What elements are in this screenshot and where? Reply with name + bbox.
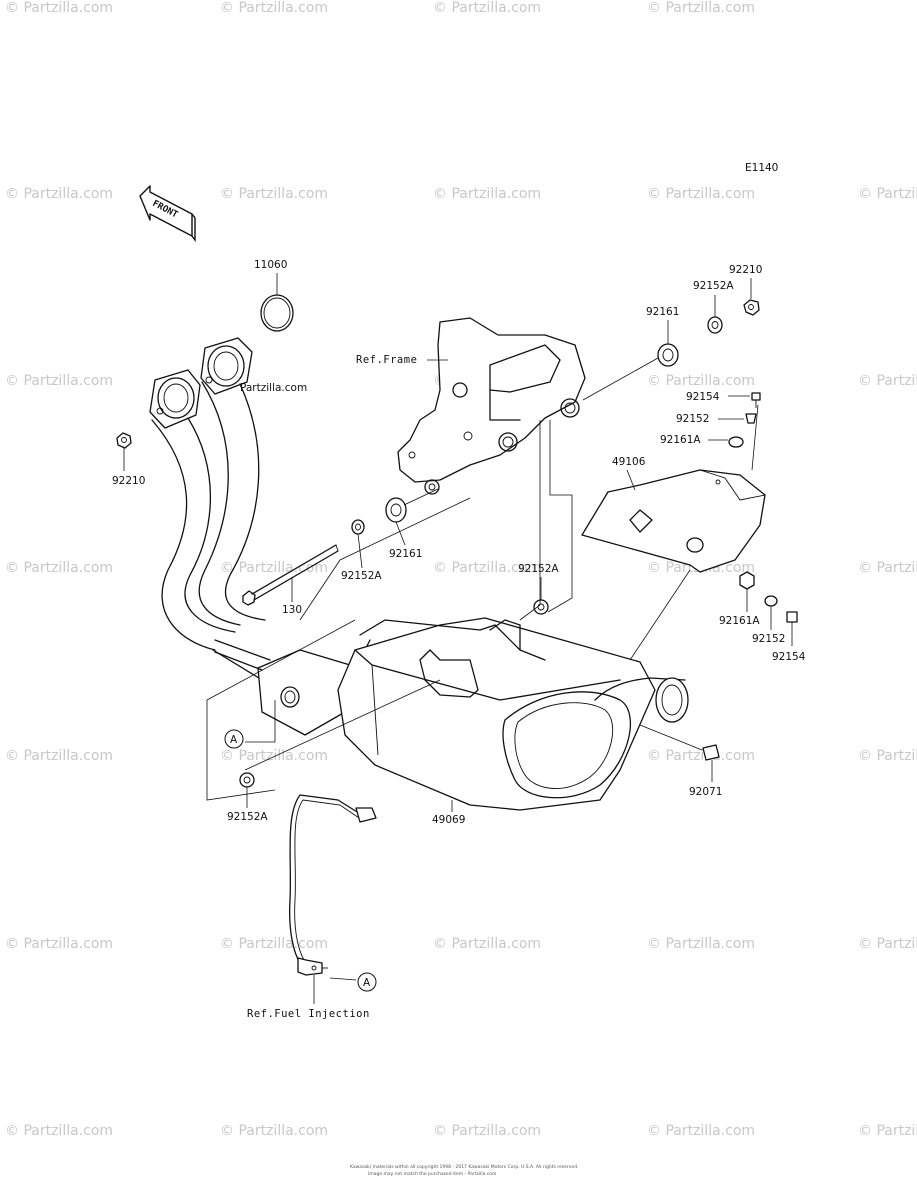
collar-92152-bottom [764, 595, 778, 607]
collar-92152a-right [533, 599, 549, 615]
watermark: © Partzilla.com [220, 186, 328, 202]
watermark: © Partzilla.com [647, 936, 755, 952]
label-92154-top: 92154 [686, 391, 720, 403]
watermark: © Partzilla.com [433, 936, 541, 952]
watermark: © Partzilla.com [433, 0, 541, 16]
collar-92152a-bottom [239, 772, 255, 788]
exhaust-header-pipes [151, 381, 371, 701]
label-92161a-bottom: 92161A [719, 615, 760, 627]
nut-92210-left [116, 432, 132, 449]
front-arrow-icon: FRONT [139, 185, 196, 243]
heat-cover-49106 [581, 469, 766, 573]
watermark: © Partzilla.com [5, 0, 113, 16]
watermark: © Partzilla.com [858, 373, 917, 389]
header-flange-2 [200, 337, 253, 395]
label-92152a-top: 92152A [693, 280, 734, 292]
watermark-mid: Partzilla.com [240, 382, 307, 394]
label-92152-top: 92152 [676, 413, 709, 425]
collar-92152a-mid [351, 519, 365, 535]
nut-92210-right [743, 299, 760, 316]
leader-92071-axis [639, 724, 703, 751]
clamp-92071 [702, 744, 720, 761]
collar-92152-top [745, 413, 757, 424]
watermark: © Partzilla.com [858, 748, 917, 764]
label-92210-right: 92210 [729, 264, 762, 276]
catalyzer-section [214, 639, 351, 736]
bolt-130 [242, 544, 339, 606]
leader-mount-axis [582, 357, 659, 401]
leader-mount-axis-2 [403, 488, 439, 506]
collar-92152a-top [707, 316, 723, 334]
ref-fuel-injection-label: Ref.Fuel Injection [247, 1008, 370, 1020]
header-flange-1 [149, 369, 201, 429]
label-49069: 49069 [432, 814, 465, 826]
damper-92161a-top [728, 436, 744, 448]
oxygen-sensor [289, 794, 377, 976]
watermark: © Partzilla.com [858, 186, 917, 202]
callout-a-letter: A [363, 977, 371, 989]
watermark: © Partzilla.com [5, 560, 113, 576]
footer-disclaimer: Image may not match the purchased item -… [368, 1171, 496, 1177]
watermark: © Partzilla.com [647, 373, 755, 389]
label-92161-top: 92161 [646, 306, 679, 318]
watermark: © Partzilla.com [433, 560, 541, 576]
watermark: © Partzilla.com [858, 936, 917, 952]
watermark: © Partzilla.com [220, 748, 328, 764]
assembly-guide-lines [206, 404, 759, 801]
label-11060: 11060 [254, 259, 287, 271]
watermark: © Partzilla.com [220, 0, 328, 16]
leader-92161-mid [395, 521, 406, 546]
leader-49106 [626, 469, 636, 491]
watermark: © Partzilla.com [647, 1123, 755, 1139]
watermark: © Partzilla.com [5, 373, 113, 389]
watermark: © Partzilla.com [220, 936, 328, 952]
watermark: © Partzilla.com [433, 186, 541, 202]
watermark-layer: © Partzilla.com © Partzilla.com © Partzi… [5, 0, 917, 1139]
label-92154-bottom: 92154 [772, 651, 806, 663]
ref-frame-label: Ref.Frame [356, 354, 417, 366]
gasket-11060 [260, 294, 294, 332]
watermark: © Partzilla.com [647, 748, 755, 764]
label-130: 130 [282, 604, 302, 616]
callout-a-lower: A [357, 972, 377, 992]
label-92161a-top: 92161A [660, 434, 701, 446]
diagram-code: E1140 [745, 162, 778, 174]
watermark: © Partzilla.com [5, 186, 113, 202]
damper-92161-mid [385, 497, 407, 523]
callout-a-upper: A [224, 729, 244, 749]
watermark: © Partzilla.com [220, 1123, 328, 1139]
damper-92161-top [657, 343, 679, 367]
label-92152a-mid: 92152A [341, 570, 382, 582]
footer-copyright: Kawasaki materials within all copyright … [350, 1164, 578, 1170]
muffler-49069 [337, 617, 689, 811]
watermark: © Partzilla.com [858, 1123, 917, 1139]
watermark: © Partzilla.com [433, 1123, 541, 1139]
watermark: © Partzilla.com [647, 186, 755, 202]
frame-bracket [397, 317, 586, 495]
bolt-92154-top [751, 392, 761, 408]
watermark: © Partzilla.com [5, 1123, 113, 1139]
label-92152-bottom: 92152 [752, 633, 785, 645]
watermark: © Partzilla.com [5, 748, 113, 764]
nut-92161a-bottom [739, 571, 755, 590]
label-92152a-bottom: 92152A [227, 811, 268, 823]
label-92210-left: 92210 [112, 475, 145, 487]
callout-a-letter: A [230, 734, 238, 746]
leader-92152a-mid [357, 533, 363, 569]
gasket-inner [263, 297, 291, 329]
label-92161-mid: 92161 [389, 548, 422, 560]
leader-sensor-callout [329, 977, 357, 981]
label-49106: 49106 [612, 456, 646, 468]
label-92152a-right: 92152A [518, 563, 559, 575]
watermark: © Partzilla.com [647, 0, 755, 16]
watermark: © Partzilla.com [858, 560, 917, 576]
watermark: © Partzilla.com [5, 936, 113, 952]
bolt-92154-bottom [786, 611, 798, 623]
label-92071: 92071 [689, 786, 722, 798]
